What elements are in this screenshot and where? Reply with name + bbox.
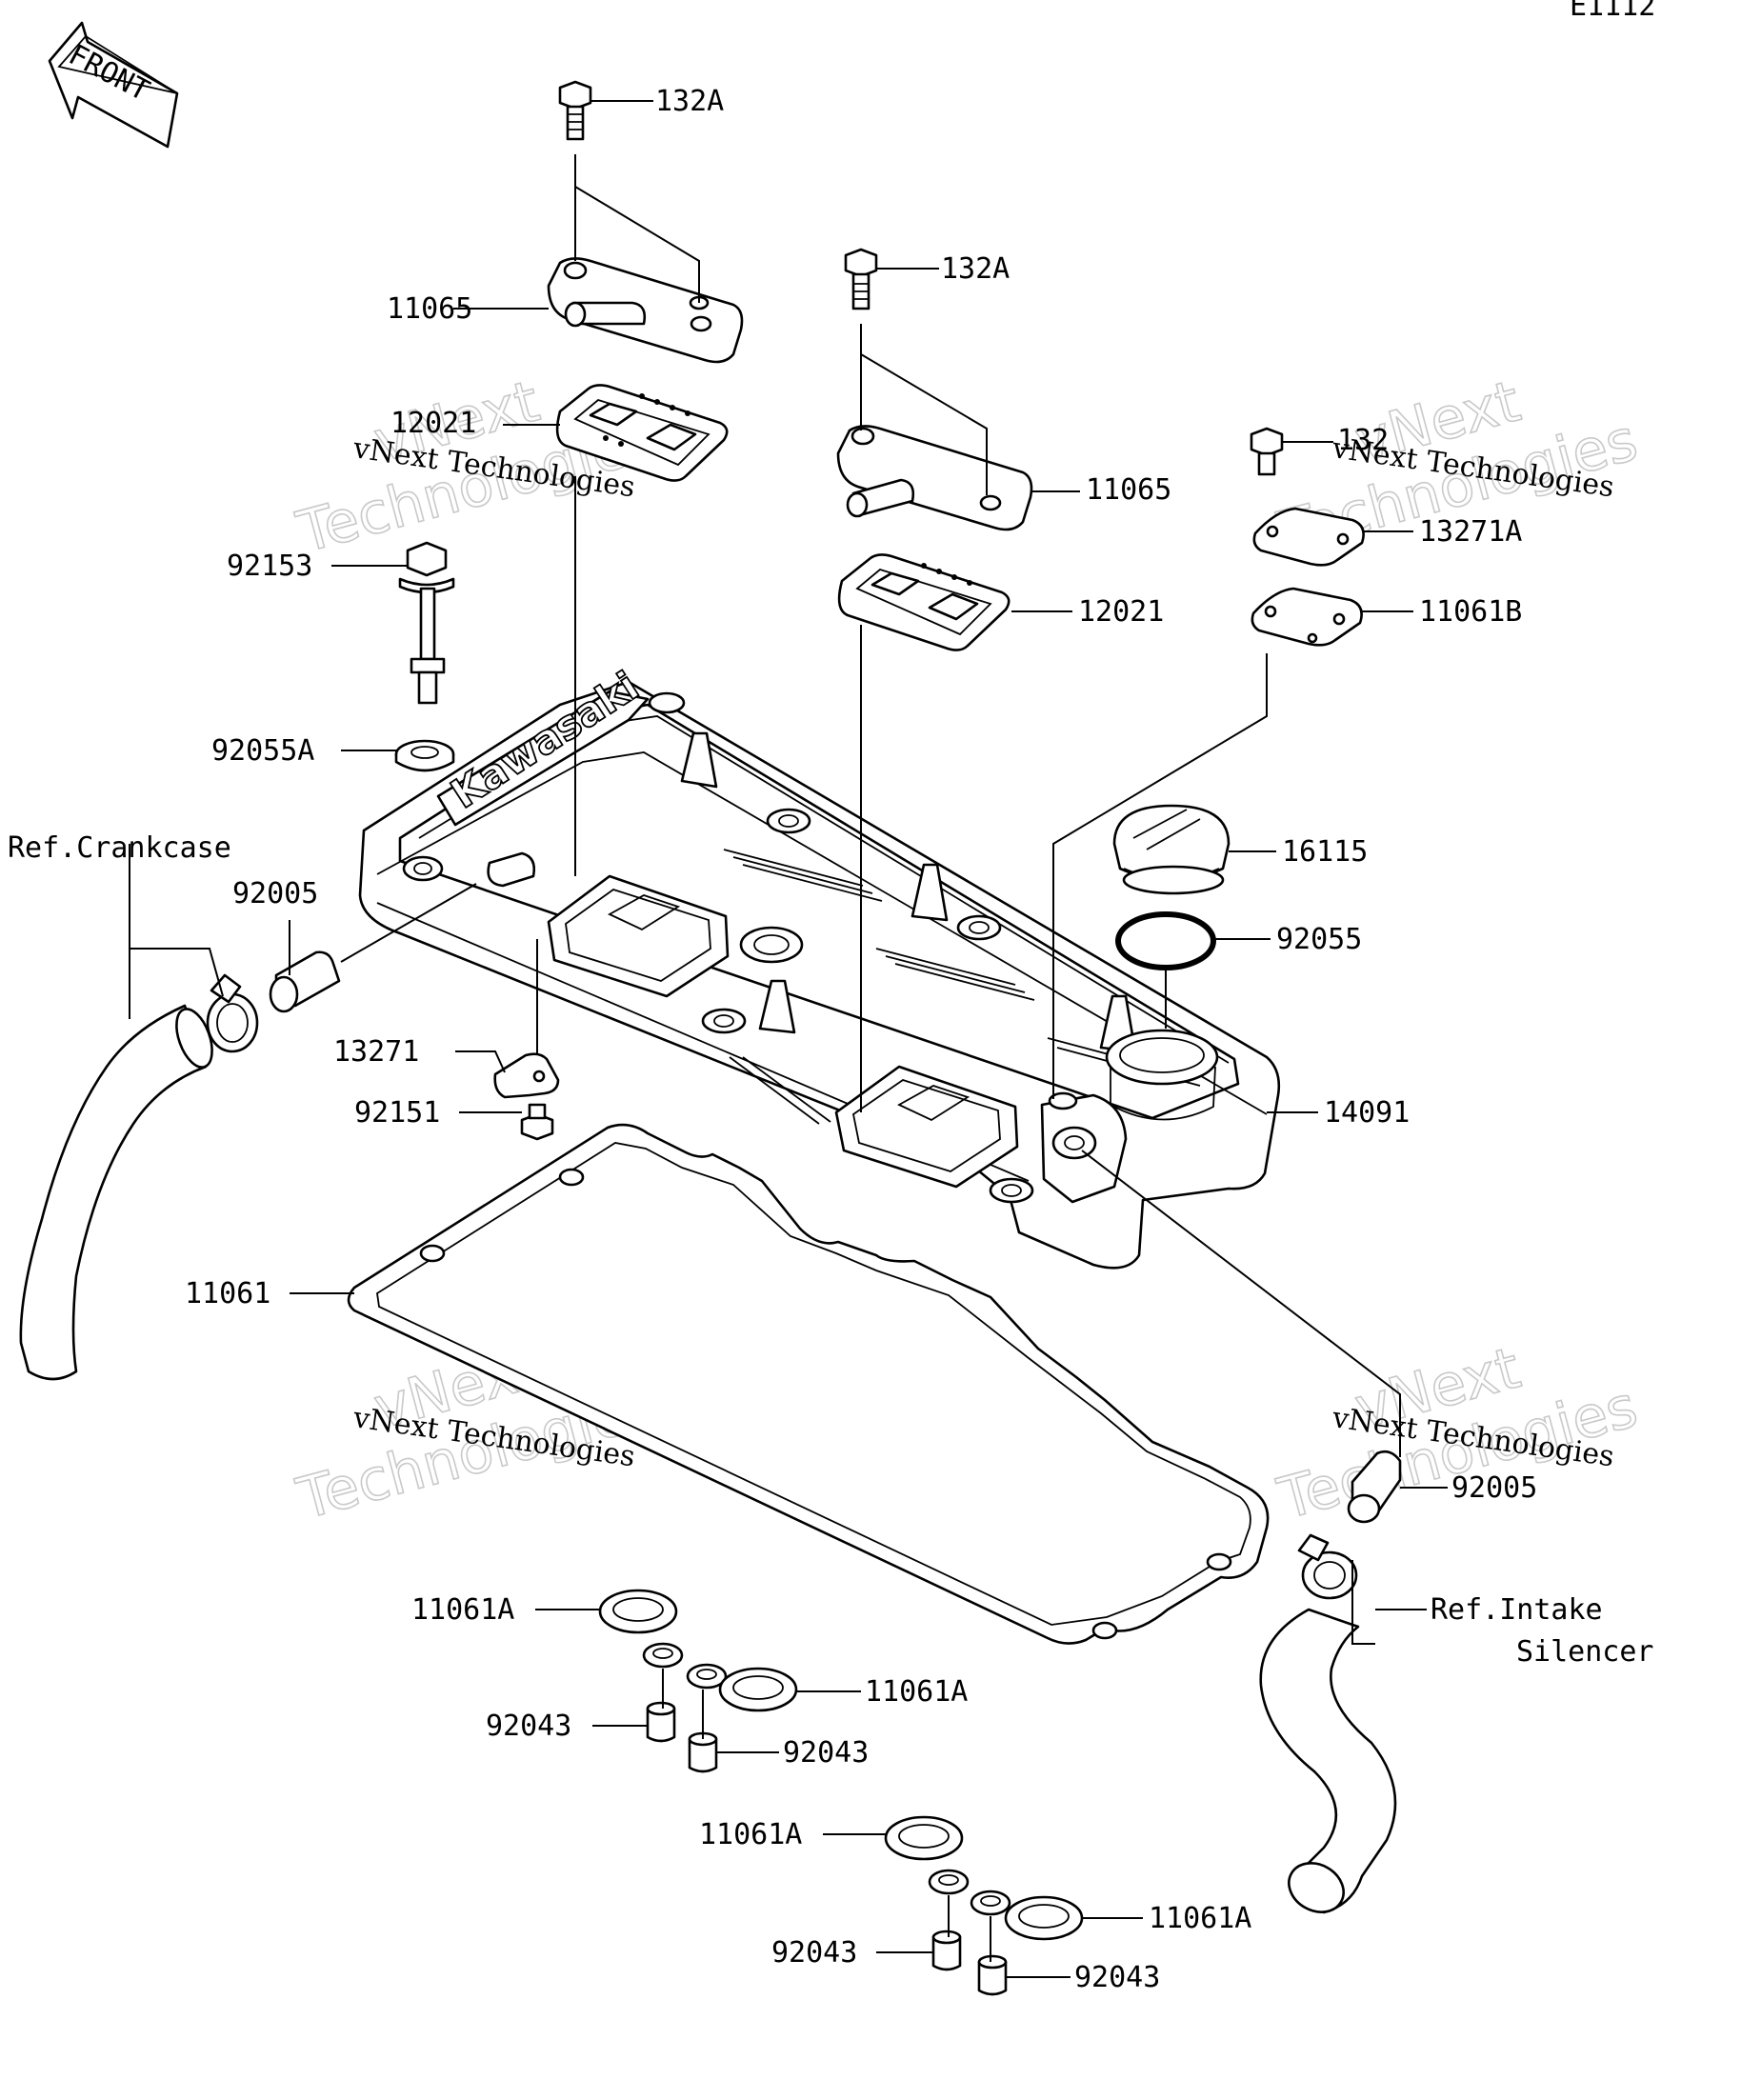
part-labels: 132A 11065 12021 132A 11065 12021 132 13… bbox=[8, 85, 1654, 1994]
label-11061: 11061 bbox=[185, 1277, 270, 1310]
plate-13271-icon bbox=[493, 1052, 560, 1099]
breather-hose-right-icon bbox=[1259, 1608, 1397, 1914]
sheet-code: E1112 bbox=[1570, 0, 1655, 23]
label-92055a: 92055A bbox=[211, 734, 314, 768]
bolt-132a-mid-icon bbox=[844, 248, 878, 310]
label-16115: 16115 bbox=[1282, 835, 1368, 869]
label-11065-left: 11065 bbox=[387, 292, 472, 326]
label-13271: 13271 bbox=[333, 1035, 419, 1069]
hose-connector-92005-left-icon bbox=[269, 950, 341, 1013]
plate-13271a-icon bbox=[1252, 507, 1365, 567]
grommet-92055a-icon bbox=[394, 739, 455, 772]
label-92043-2: 92043 bbox=[783, 1736, 869, 1770]
label-92043-4: 92043 bbox=[1074, 1961, 1160, 1994]
label-11061b: 11061B bbox=[1419, 595, 1522, 629]
label-92005-right: 92005 bbox=[1451, 1471, 1537, 1505]
bolt-132a-top-icon bbox=[558, 80, 592, 141]
gasket-11061b-icon bbox=[1251, 587, 1363, 647]
label-11061a-1: 11061A bbox=[411, 1593, 514, 1627]
breather-gasket-12021-right-icon bbox=[837, 553, 1011, 651]
label-92043-1: 92043 bbox=[486, 1710, 571, 1743]
cover-gasket-11061-icon bbox=[347, 1123, 1270, 1645]
label-92005-left: 92005 bbox=[232, 877, 318, 910]
label-14091: 14091 bbox=[1324, 1096, 1410, 1130]
label-12021-right: 12021 bbox=[1078, 595, 1164, 629]
label-92153: 92153 bbox=[227, 550, 312, 583]
o-ring-92055-icon bbox=[1115, 911, 1216, 970]
bolt-132-icon bbox=[1250, 427, 1284, 476]
label-92043-3: 92043 bbox=[771, 1936, 857, 1970]
ref-intake-line2: Silencer bbox=[1516, 1635, 1654, 1669]
oil-filler-cap-16115-icon bbox=[1112, 804, 1231, 895]
breather-cover-11065-left-icon bbox=[547, 257, 744, 364]
label-92055: 92055 bbox=[1276, 923, 1362, 956]
seal-group-1-icon bbox=[598, 1589, 798, 1773]
label-92151: 92151 bbox=[354, 1096, 440, 1130]
label-132a-top: 132A bbox=[655, 85, 724, 118]
label-132a-mid: 132A bbox=[941, 252, 1010, 286]
bolt-92151-icon bbox=[520, 1103, 554, 1141]
label-11061a-3: 11061A bbox=[699, 1818, 802, 1851]
label-11061a-2: 11061A bbox=[865, 1675, 968, 1709]
breather-hose-left-icon bbox=[19, 1004, 213, 1381]
ref-intake-line1: Ref.Intake bbox=[1431, 1593, 1603, 1627]
bolt-92153-icon bbox=[398, 541, 455, 705]
label-11065-right: 11065 bbox=[1086, 473, 1171, 507]
breather-cover-11065-right-icon bbox=[836, 425, 1033, 531]
hose-clamp-right-icon bbox=[1297, 1533, 1358, 1600]
label-132: 132 bbox=[1337, 424, 1389, 457]
front-arrow-icon: FRONT bbox=[48, 21, 179, 149]
breather-gasket-12021-left-icon bbox=[555, 384, 729, 482]
seal-group-2-icon bbox=[884, 1815, 1084, 1996]
ref-crankcase: Ref.Crankcase bbox=[8, 831, 231, 865]
label-11061a-4: 11061A bbox=[1149, 1902, 1251, 1935]
hose-clamp-left-icon bbox=[206, 973, 259, 1053]
label-12021-left: 12021 bbox=[390, 407, 476, 440]
label-13271a: 13271A bbox=[1419, 515, 1522, 549]
hose-connector-92005-right-icon bbox=[1347, 1450, 1402, 1524]
leader-lines bbox=[129, 100, 1448, 1978]
